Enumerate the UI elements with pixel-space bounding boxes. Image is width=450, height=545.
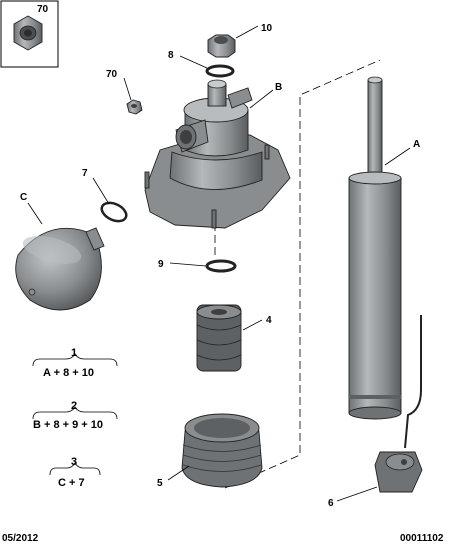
- callout-5: 5: [157, 478, 163, 489]
- height-sensor-6: [374, 315, 423, 493]
- callout-4: 4: [266, 315, 272, 326]
- o-ring-7: [100, 201, 128, 223]
- top-nut: [207, 34, 236, 58]
- shock-absorber-A: [348, 76, 402, 420]
- kit-3-number: 3: [71, 456, 77, 468]
- callout-7: 7: [82, 168, 88, 179]
- nut-icon: [13, 15, 43, 51]
- suspension-sphere-C: [15, 227, 105, 311]
- leader-lines: [27, 25, 411, 502]
- kit-2-number: 2: [71, 400, 77, 412]
- callout-6: 6: [328, 498, 334, 509]
- callout-9: 9: [158, 259, 164, 270]
- small-nut-70: [126, 99, 143, 115]
- kit-2: 2 B + 8 + 9 + 10: [32, 400, 118, 431]
- callout-B: B: [275, 82, 282, 93]
- kit-3: 3 C + 7: [49, 456, 101, 489]
- kit-3-formula: C + 7: [58, 477, 85, 489]
- callout-70: 70: [106, 69, 118, 80]
- kit-1-formula: A + 8 + 10: [43, 367, 94, 379]
- callout-A: A: [413, 139, 420, 150]
- bump-stop-4: [196, 304, 242, 372]
- callout-C: C: [20, 192, 27, 203]
- dust-boot-5: [181, 413, 263, 488]
- footer-date: 05/2012: [2, 533, 39, 544]
- kit-1-number: 1: [71, 347, 77, 359]
- inset-box: 70: [0, 0, 59, 68]
- upper-mount-B: [144, 79, 291, 229]
- kit-2-formula: B + 8 + 9 + 10: [33, 419, 103, 431]
- callout-labels: 10 8 70 B A 7 C 9 4 5 6: [20, 23, 420, 509]
- callout-8: 8: [168, 50, 174, 61]
- o-ring-8: [205, 64, 235, 78]
- o-ring-9: [205, 259, 237, 273]
- inset-number: 70: [37, 4, 49, 15]
- kit-1: 1 A + 8 + 10: [32, 347, 118, 379]
- callout-10: 10: [261, 23, 273, 34]
- footer-ref: 00011102: [400, 533, 444, 544]
